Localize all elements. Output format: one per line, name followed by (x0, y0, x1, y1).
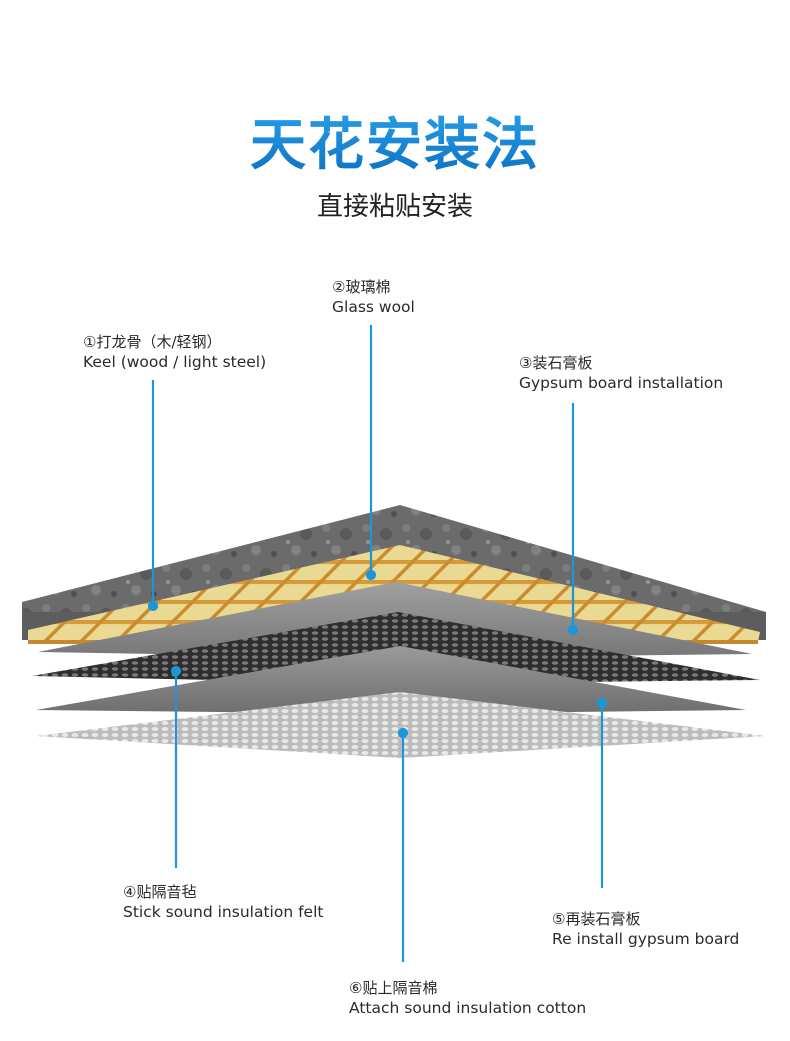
second-gypsum-board-layer (36, 646, 746, 714)
label-keel-en: Keel (wood / light steel) (83, 353, 267, 371)
label-glass-wool-cn: ②玻璃棉 (332, 278, 391, 296)
page-subtitle: 直接粘贴安装 (316, 192, 473, 222)
label-cotton-cn: ⑥贴上隔音棉 (349, 979, 438, 997)
insulation-cotton-layer (36, 692, 766, 758)
label-gypsum-cn: ③装石膏板 (519, 354, 593, 372)
label-reinstall-gypsum-en: Re install gypsum board (552, 930, 740, 948)
label-reinstall-gypsum: ⑤再装石膏板 Re install gypsum board (552, 909, 739, 949)
label-glass-wool: ②玻璃棉 Glass wool (332, 277, 415, 317)
label-gypsum-en: Gypsum board installation (519, 374, 724, 392)
label-felt: ④贴隔音毡 Stick sound insulation felt (123, 882, 323, 922)
label-gypsum: ③装石膏板 Gypsum board installation (519, 353, 723, 393)
label-keel-cn: ①打龙骨（木/轻钢） (83, 333, 222, 351)
pointer-lines (147, 325, 608, 962)
page-title: 天花安装法 (0, 100, 790, 181)
label-keel: ①打龙骨（木/轻钢） Keel (wood / light steel) (83, 332, 266, 372)
label-felt-cn: ④贴隔音毡 (123, 883, 197, 901)
label-reinstall-gypsum-cn: ⑤再装石膏板 (552, 910, 641, 928)
label-cotton: ⑥贴上隔音棉 Attach sound insulation cotton (349, 978, 586, 1018)
label-glass-wool-en: Glass wool (332, 298, 415, 316)
label-cotton-en: Attach sound insulation cotton (349, 999, 587, 1017)
label-felt-en: Stick sound insulation felt (123, 903, 324, 921)
